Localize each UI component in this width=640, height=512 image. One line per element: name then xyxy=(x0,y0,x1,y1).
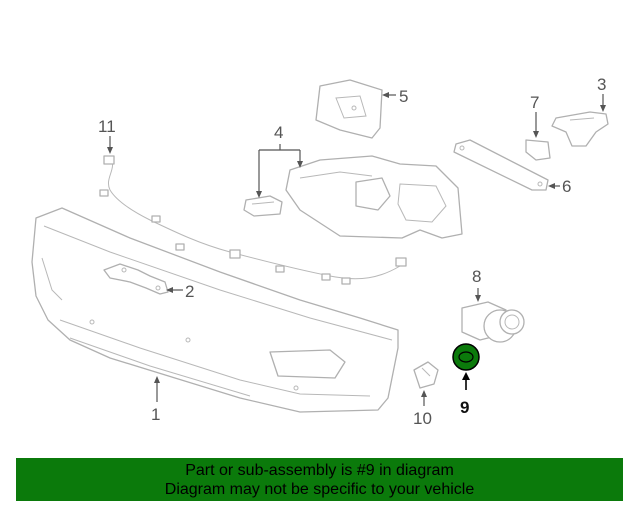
wiring-harness-part xyxy=(99,155,407,285)
callout-arrow-11 xyxy=(107,147,113,154)
callout-label-2: 2 xyxy=(185,282,194,301)
callout-arrow-6 xyxy=(548,183,555,189)
callout-arrow-9 xyxy=(462,372,470,380)
callout-label-7: 7 xyxy=(530,93,539,112)
callout-arrow-8 xyxy=(475,295,481,302)
fog-lamp-housing-part xyxy=(285,155,463,239)
bracket-bar-part-6 xyxy=(453,139,549,191)
callout-label-8: 8 xyxy=(472,267,481,286)
fog-lamp-bracket-part xyxy=(243,195,283,217)
callout-label-1: 1 xyxy=(151,405,160,424)
callout-arrow-10 xyxy=(421,390,427,397)
callout-arrow-7 xyxy=(533,131,539,138)
callout-arrow-5 xyxy=(382,92,389,98)
callout-label-6: 6 xyxy=(562,177,571,196)
bumper-fascia-part xyxy=(31,207,399,413)
bracket-part-5 xyxy=(315,79,383,139)
callout-arrow-3 xyxy=(600,105,606,112)
callout-arrow-4b xyxy=(297,161,303,168)
bracket-part-2 xyxy=(103,263,169,295)
callout-arrow-4a xyxy=(256,191,262,198)
clip-part-7 xyxy=(525,139,551,161)
highlighted-retainer-part-9 xyxy=(452,343,480,371)
banner-line-part-number: Part or sub-assembly is #9 in diagram xyxy=(185,461,454,479)
callout-label-5: 5 xyxy=(399,87,408,106)
callout-label-10: 10 xyxy=(413,409,432,428)
callout-label-3: 3 xyxy=(597,75,606,94)
callout-label-11: 11 xyxy=(98,117,116,136)
callout-label-9: 9 xyxy=(460,398,469,417)
part-info-banner: Part or sub-assembly is #9 in diagram Di… xyxy=(16,458,623,501)
callout-arrow-2 xyxy=(166,287,173,293)
bracket-part-3 xyxy=(551,111,609,147)
park-assist-sensor-part xyxy=(461,301,525,343)
parts-diagram: 1 2 3 4 5 xyxy=(31,75,609,428)
banner-line-disclaimer: Diagram may not be specific to your vehi… xyxy=(164,480,475,498)
callout-arrow-1 xyxy=(154,376,160,383)
bezel-part-10 xyxy=(413,361,439,389)
callout-label-4: 4 xyxy=(274,123,283,142)
